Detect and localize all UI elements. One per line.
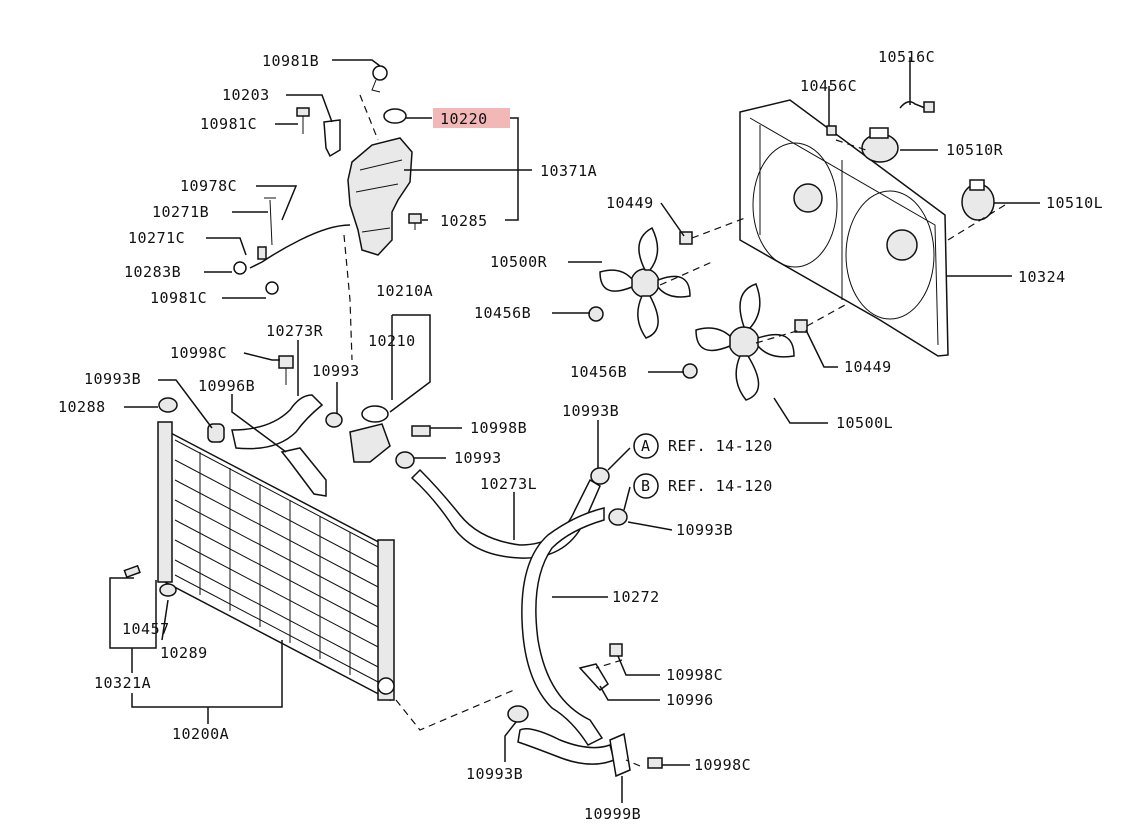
label-10324: 10324 <box>1018 268 1066 286</box>
label-10999b: 10999B <box>584 805 641 823</box>
ref-a-letter: A <box>641 437 651 455</box>
bolt-10998b-illustration <box>411 425 431 437</box>
bracket-10996-illustration <box>578 663 609 692</box>
label-10993-a: 10993 <box>312 362 360 380</box>
hose-10272-illustration <box>521 507 605 746</box>
fan-shroud-illustration <box>739 99 949 357</box>
label-10510l: 10510L <box>1046 194 1103 212</box>
label-10456c: 10456C <box>800 77 857 95</box>
label-10993b-right: 10993B <box>676 521 733 539</box>
label-10510r: 10510R <box>946 141 1004 159</box>
clamp-10993a-illustration <box>325 412 343 428</box>
bolt-10998c-top-illustration <box>278 355 294 369</box>
clamp-10993b-right-illustration <box>608 508 628 526</box>
label-10998c-r2: 10998C <box>694 756 751 774</box>
radiator-right-tank-illustration <box>377 539 395 701</box>
bolt-10998c-r1-illustration <box>609 643 623 657</box>
label-10283b: 10283B <box>124 263 181 281</box>
part-labels: 10981B 10203 10981C 10220 10371A 10285 1… <box>58 48 1103 823</box>
radiator-left-tank-illustration <box>157 421 173 583</box>
label-10516c: 10516C <box>878 48 935 66</box>
reservoir-tank-illustration <box>347 137 413 256</box>
fan-10500l-illustration <box>695 283 795 401</box>
label-10500l: 10500L <box>836 414 893 432</box>
clamp-10993b-top-illustration <box>207 423 225 443</box>
label-10273r: 10273R <box>266 322 324 340</box>
bracket-10999b-illustration <box>609 732 631 778</box>
reservoir-cap-illustration <box>383 108 407 124</box>
hose-10271c-illustration <box>249 224 351 269</box>
ref-b-letter: B <box>641 477 651 495</box>
label-10996b: 10996B <box>198 377 255 395</box>
leader-lines <box>109 57 1040 803</box>
label-10981b-top: 10981B <box>262 52 319 70</box>
bracket-10996b-illustration <box>280 447 327 497</box>
highlight-10220 <box>433 108 510 128</box>
upper-hose-group <box>207 355 431 497</box>
connector-10516c-illustration <box>899 101 935 113</box>
motor-10510r-illustration <box>861 127 899 163</box>
nut-10456b-a-illustration <box>588 306 604 322</box>
nut-10456b-b-illustration <box>682 363 698 379</box>
label-10449-top: 10449 <box>606 194 654 212</box>
clamp-10993b-mid-illustration <box>395 451 415 469</box>
fan-shroud-group <box>588 99 1006 401</box>
bolt-10981c-illustration <box>296 107 310 134</box>
label-10288: 10288 <box>58 398 106 416</box>
label-10457: 10457 <box>122 620 170 638</box>
ref-a-text: REF. 14-120 <box>668 437 773 455</box>
clamp-10993b-upper-illustration <box>590 467 610 485</box>
ref-b-circle <box>633 473 659 499</box>
reservoir-tank-group <box>233 65 422 361</box>
label-10273l: 10273L <box>480 475 537 493</box>
bolt-10998c-r2-illustration <box>647 757 663 769</box>
label-10210: 10210 <box>368 332 416 350</box>
radiator-cap-10210a-illustration <box>361 405 389 423</box>
label-10998c-top: 10998C <box>170 344 227 362</box>
clamp-10993b-bottom-illustration <box>507 705 529 723</box>
label-10203: 10203 <box>222 86 270 104</box>
water-outlet-10210-illustration <box>349 423 391 463</box>
label-10993b-top: 10993B <box>84 370 141 388</box>
label-10993b-bottom: 10993B <box>466 765 523 783</box>
label-10981c-top: 10981C <box>200 115 257 133</box>
label-10996: 10996 <box>666 691 714 709</box>
bracket-10203-illustration <box>323 119 341 158</box>
fan-10500r-illustration <box>599 226 691 339</box>
ref-b-text: REF. 14-120 <box>668 477 773 495</box>
label-10220: 10220 <box>440 110 488 128</box>
bolt-10449-low-illustration <box>794 319 808 333</box>
label-10456b-a: 10456B <box>474 304 531 322</box>
label-10271b: 10271B <box>152 203 209 221</box>
label-10993b-mid: 10993B <box>562 402 619 420</box>
label-10998b: 10998B <box>470 419 527 437</box>
label-10371a: 10371A <box>540 162 597 180</box>
label-10978c: 10978C <box>180 177 237 195</box>
lower-hose-group <box>395 467 663 778</box>
label-10210a: 10210A <box>376 282 433 300</box>
label-10200a: 10200A <box>172 725 229 743</box>
clip-10456c-illustration <box>826 125 837 136</box>
radiator-group <box>123 397 395 702</box>
bolt-10285-illustration <box>408 213 422 230</box>
label-10285: 10285 <box>440 212 488 230</box>
cushion-10288-illustration <box>158 397 178 413</box>
label-10998c-r1: 10998C <box>666 666 723 684</box>
label-10321a: 10321A <box>94 674 151 692</box>
label-10272: 10272 <box>612 588 660 606</box>
label-10456b-b: 10456B <box>570 363 627 381</box>
ref-a-circle <box>633 433 659 459</box>
label-10289: 10289 <box>160 644 208 662</box>
bolt-10981b-illustration <box>371 65 388 93</box>
label-10993-b: 10993 <box>454 449 502 467</box>
label-10981c-low: 10981C <box>150 289 207 307</box>
label-10449-low: 10449 <box>844 358 892 376</box>
label-10271c: 10271C <box>128 229 185 247</box>
motor-10510l-illustration <box>961 179 995 221</box>
label-10500r: 10500R <box>490 253 548 271</box>
